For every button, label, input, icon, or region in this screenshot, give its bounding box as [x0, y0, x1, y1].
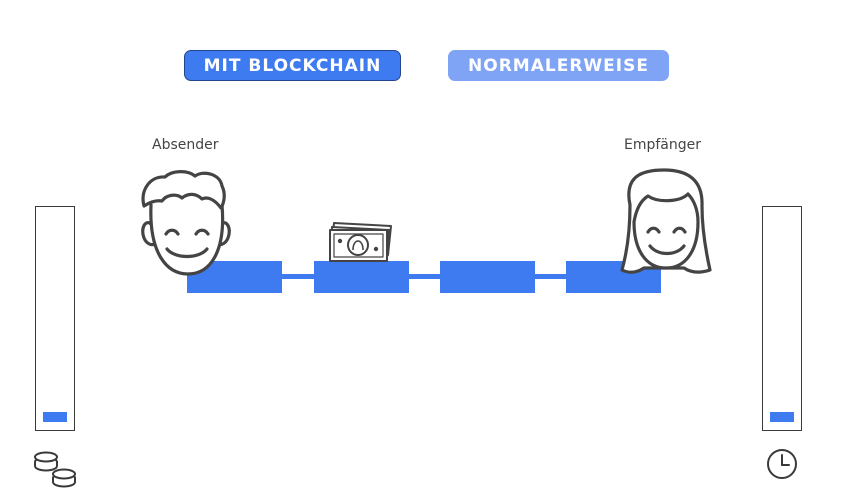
time-meter: [762, 206, 802, 431]
sender-label: Absender: [152, 137, 219, 153]
tab-normal[interactable]: NORMALERWEISE: [448, 50, 669, 81]
block-chain: [187, 261, 661, 293]
time-meter-fill: [770, 412, 794, 422]
tab-normal-label: NORMALERWEISE: [468, 55, 649, 76]
banknote-icon: [329, 222, 392, 262]
chain-link: [533, 274, 569, 279]
tab-blockchain[interactable]: MIT BLOCKCHAIN: [184, 50, 401, 81]
cost-meter: [35, 206, 75, 431]
cost-meter-fill: [43, 412, 67, 422]
chain-link: [280, 274, 316, 279]
receiver-label: Empfänger: [624, 137, 702, 153]
chain-link: [407, 274, 443, 279]
sender-avatar-icon: [141, 170, 231, 276]
clock-icon: [767, 449, 797, 479]
coins-icon: [34, 451, 76, 488]
tab-blockchain-label: MIT BLOCKCHAIN: [203, 55, 382, 76]
chain-block: [314, 261, 409, 293]
chain-block: [440, 261, 535, 293]
receiver-avatar-icon: [620, 168, 712, 274]
